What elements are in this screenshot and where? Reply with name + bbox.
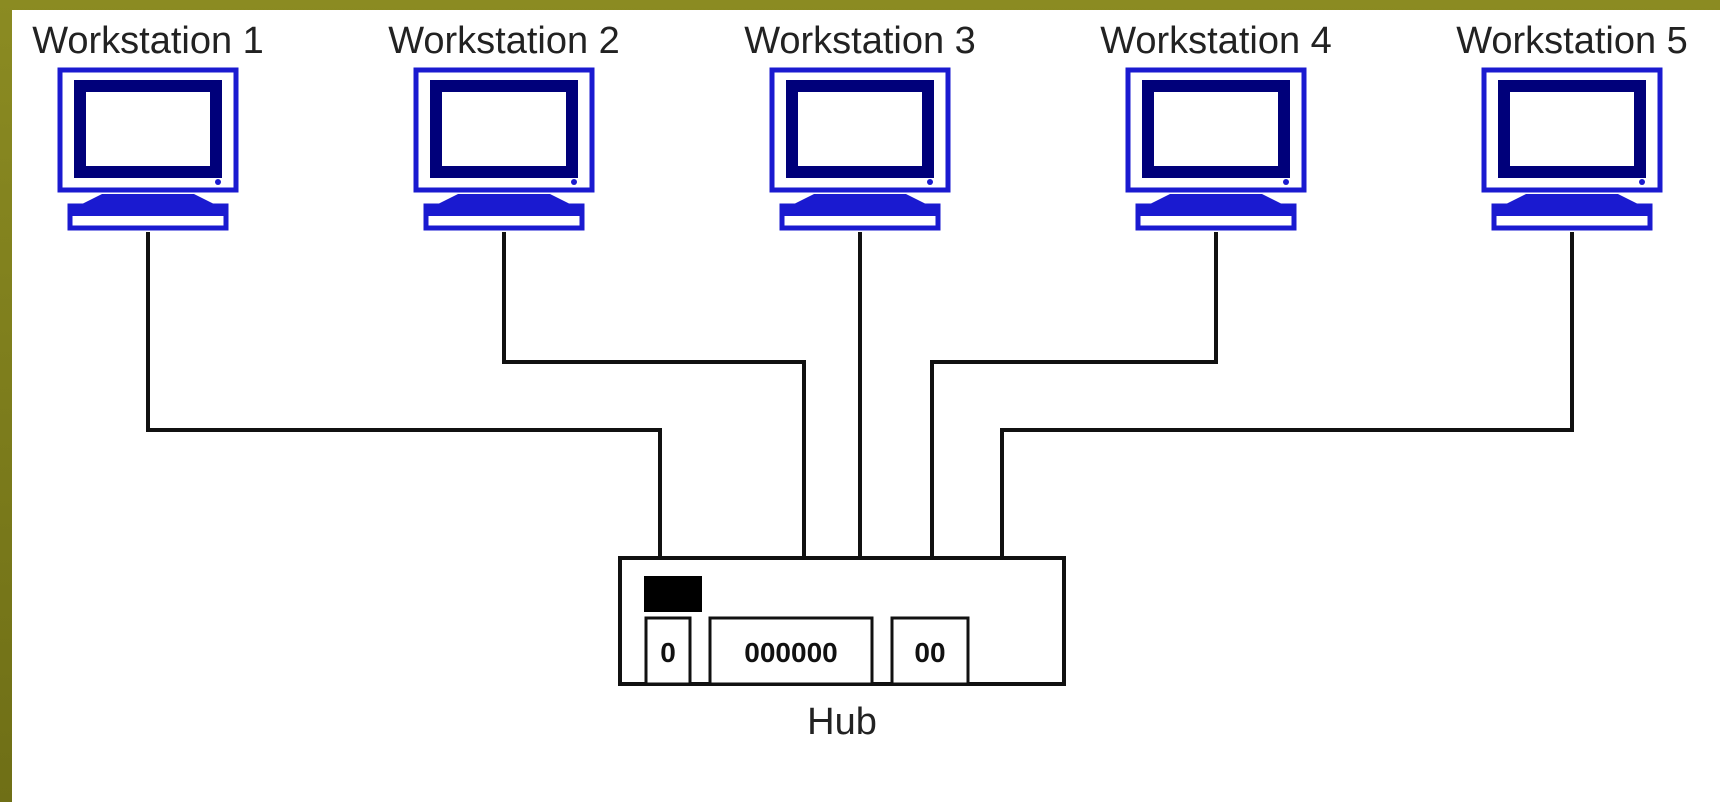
workstation-label: Workstation 3 <box>744 20 976 62</box>
workstation-3[interactable]: Workstation 3 <box>744 20 976 231</box>
workstation-label: Workstation 4 <box>1100 20 1332 62</box>
workstation-label: Workstation 5 <box>1456 20 1688 62</box>
workstation-5[interactable]: Workstation 5 <box>1456 20 1688 231</box>
computer-icon <box>57 67 239 231</box>
cable-workstation-2 <box>502 232 806 558</box>
computer-icon <box>413 67 595 231</box>
hub[interactable]: 0 000000 00 Hub <box>618 556 1066 743</box>
port-label: 000000 <box>744 637 837 668</box>
port-label: 00 <box>914 637 945 668</box>
diagram-canvas: Workstation 1 Workstation 2 <box>12 10 1720 802</box>
port-label: 0 <box>660 637 676 668</box>
computer-icon <box>1481 67 1663 231</box>
network-diagram: Workstation 1 Workstation 2 <box>32 20 1688 743</box>
cable-workstation-1 <box>146 232 662 558</box>
hub-port-group-1: 0 <box>644 616 692 686</box>
workstation-label: Workstation 2 <box>388 20 620 62</box>
cable-workstation-5 <box>1000 232 1574 558</box>
workstations: Workstation 1 Workstation 2 <box>32 20 1688 231</box>
hub-indicator <box>644 576 702 612</box>
cables <box>146 232 1574 558</box>
hub-label: Hub <box>807 701 877 743</box>
hub-port-group-2: 000000 <box>708 616 874 686</box>
workstation-2[interactable]: Workstation 2 <box>388 20 620 231</box>
computer-icon <box>1125 67 1307 231</box>
computer-icon <box>769 67 951 231</box>
workstation-4[interactable]: Workstation 4 <box>1100 20 1332 231</box>
workstation-label: Workstation 1 <box>32 20 264 62</box>
hub-port-group-3: 00 <box>890 616 970 686</box>
workstation-1[interactable]: Workstation 1 <box>32 20 264 231</box>
cable-workstation-4 <box>930 232 1218 558</box>
